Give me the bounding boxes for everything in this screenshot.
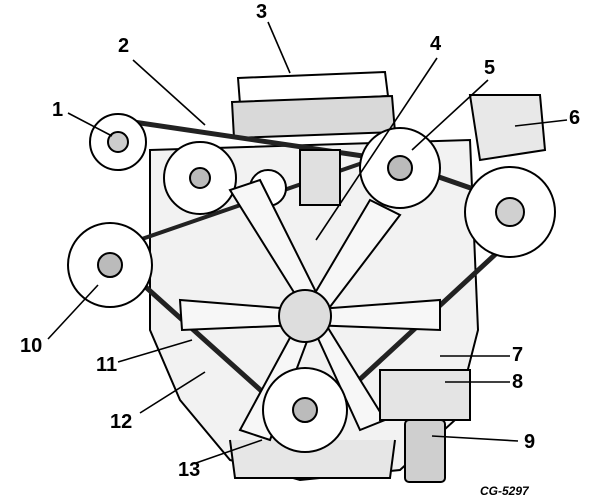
callout-11: 11 — [96, 354, 118, 376]
leader-12 — [139, 371, 206, 414]
leader-lines — [47, 21, 568, 464]
pulley-5-hub — [387, 155, 413, 181]
distributor — [299, 149, 341, 206]
callout-8: 8 — [512, 371, 524, 393]
leader-9 — [431, 435, 519, 442]
fan-hub — [278, 289, 332, 343]
alternator-pulley — [97, 252, 123, 278]
leader-10 — [47, 284, 99, 340]
callout-10: 10 — [20, 335, 43, 357]
leader-13 — [195, 439, 263, 464]
callout-9: 9 — [524, 431, 536, 453]
callout-5: 5 — [484, 57, 496, 79]
oil-pan — [229, 439, 396, 479]
oil-filter — [404, 419, 446, 483]
callout-12: 12 — [110, 411, 133, 433]
leader-5 — [411, 79, 489, 151]
callout-7: 7 — [512, 344, 524, 366]
leader-4 — [315, 57, 438, 241]
callout-13: 13 — [178, 459, 201, 481]
callout-3: 3 — [256, 1, 268, 23]
callout-4: 4 — [430, 33, 442, 55]
figure-code: CG-5297 — [480, 484, 529, 498]
crankshaft-hub — [292, 397, 318, 423]
air-pump-hub — [107, 131, 129, 153]
idler-pulley-left-hub — [189, 167, 211, 189]
air-cleaner-band — [230, 94, 397, 140]
leader-2 — [132, 59, 206, 126]
leader-11 — [117, 339, 193, 363]
power-steering-bracket — [468, 94, 547, 162]
callout-6: 6 — [569, 107, 581, 129]
leader-3 — [267, 21, 291, 74]
callout-2: 2 — [118, 35, 130, 57]
leader-1 — [67, 112, 113, 137]
mount-bracket — [379, 369, 471, 421]
leader-6 — [514, 119, 568, 127]
callout-1: 1 — [52, 99, 64, 121]
power-steering-hub — [495, 197, 525, 227]
